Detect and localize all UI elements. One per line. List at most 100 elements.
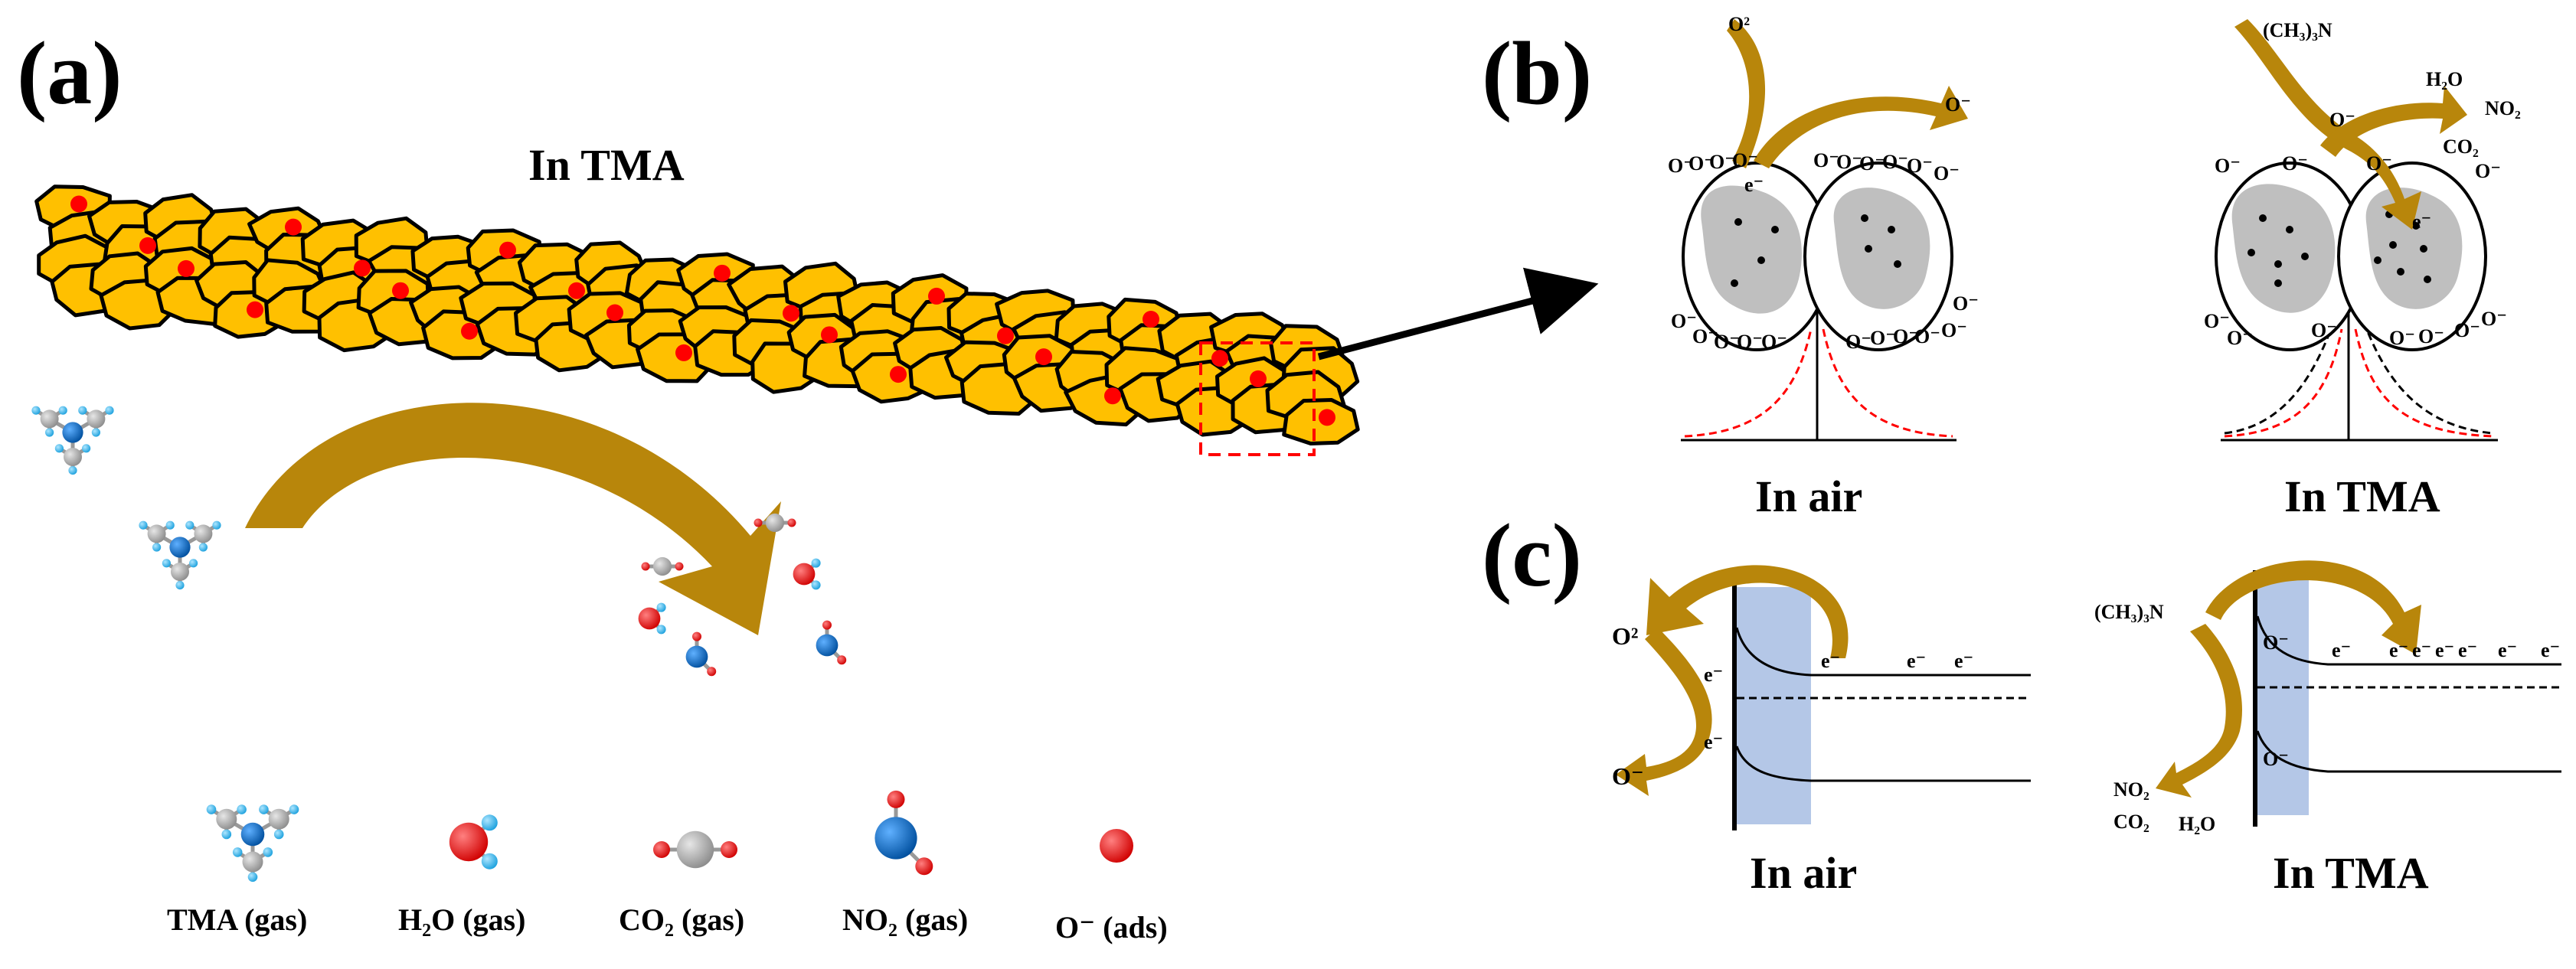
co2-molecule (754, 513, 796, 533)
gas-molecules (31, 406, 847, 677)
electron-label: e⁻ (2498, 639, 2517, 661)
nanorod-grains (34, 184, 1360, 445)
o-minus-label: O⁻ (1941, 319, 1967, 341)
b-air-caption: In air (1755, 471, 1862, 521)
b-tma-e: e⁻ (2412, 210, 2431, 233)
o-minus-label: O⁻ (1914, 325, 1940, 347)
b-tma-h2o: H₂O (2426, 68, 2463, 90)
c-air-e5: e⁻ (1954, 650, 1973, 672)
legend: TMA (gas) H₂O (gas) CO₂ (gas) NO₂ (gas) … (167, 790, 1168, 945)
o-minus-label: O⁻ (1836, 151, 1862, 173)
o-minus-label: O⁻ (2227, 327, 2253, 349)
legend-label-h2o: H₂O (gas) (398, 902, 525, 937)
legend-label-co2: CO₂ (gas) (619, 902, 744, 937)
o-minus-label: O⁻ (1692, 325, 1718, 347)
panel-c-air: O² O⁻ e⁻ e⁻ e⁻ e⁻ e⁻ In air (1612, 565, 2031, 898)
b-tma-co2: CO₂ (2443, 135, 2479, 158)
c-tma-h2o: H₂O (2179, 813, 2215, 835)
o-minus-label: O⁻ (1732, 149, 1758, 171)
o-ads-icon (1100, 829, 1133, 863)
o-ads-dot (997, 327, 1014, 344)
b-air-o2: O² (1728, 13, 1750, 35)
o-ads-dot (1143, 311, 1159, 328)
o-minus-label: O⁻ (1714, 331, 1740, 353)
o-ads-dot (783, 305, 799, 322)
o-minus-label: O⁻ (1907, 155, 1933, 177)
o-minus-label: O⁻ (1859, 152, 1885, 175)
zoom-arrow (1317, 267, 1599, 361)
panel-b-air: O² O⁻ e⁻ O⁻O⁻O⁻O⁻O⁻O⁻O⁻O⁻O⁻O⁻O⁻O⁻O⁻O⁻O⁻O… (1668, 13, 1979, 521)
electron-label: e⁻ (2332, 639, 2351, 661)
c-tma-o2: O⁻ (2263, 748, 2289, 770)
o-minus-label: O⁻ (1882, 151, 1908, 173)
o-minus-label: O⁻ (2454, 319, 2480, 341)
zoom-box (1199, 341, 1316, 456)
h2o-molecule (638, 602, 666, 635)
o-ads-dot (568, 282, 585, 299)
o-minus-label: O⁻ (1737, 331, 1763, 353)
o-minus-label: O⁻ (1709, 151, 1735, 173)
legend-label-no2: NO₂ (gas) (842, 902, 968, 937)
o-minus-label: O⁻ (1671, 310, 1697, 332)
o-ads-dot (392, 282, 409, 299)
o-ads-dot (1319, 409, 1335, 426)
electron-label: e⁻ (2412, 639, 2431, 661)
o-minus-label: O⁻ (1934, 162, 1960, 184)
c-air-e2: e⁻ (1704, 731, 1723, 753)
o-minus-label: O⁻ (2215, 155, 2241, 177)
c-air-o2: O² (1612, 622, 1638, 650)
o-minus-label: O⁻ (1893, 325, 1919, 347)
c-tma-co2: CO₂ (2113, 811, 2149, 833)
c-air-e1: e⁻ (1704, 664, 1723, 686)
b-tma-caption: In TMA (2284, 471, 2440, 521)
b-air-o-minus: O⁻ (1945, 93, 1971, 116)
panel-c-label: (c) (1482, 505, 1582, 605)
o-ads-dot (1211, 350, 1228, 367)
electron-label: e⁻ (2458, 639, 2477, 661)
c-air-o-minus: O⁻ (1612, 762, 1644, 790)
o-minus-label: O⁻ (1668, 155, 1694, 177)
reaction-arrow (245, 403, 781, 635)
c-air-caption: In air (1750, 848, 1857, 898)
legend-label-tma: TMA (gas) (167, 902, 307, 937)
o-ads-dot (139, 237, 156, 254)
panel-a-label: (a) (17, 23, 123, 123)
no2-molecule (874, 790, 933, 876)
c-tma-caption: In TMA (2273, 848, 2429, 898)
o-minus-label: O⁻ (2366, 152, 2392, 175)
h2o-molecule (449, 814, 498, 869)
o-ads-dot (178, 259, 195, 277)
o-ads-dot (461, 322, 478, 340)
co2-molecule (653, 830, 737, 869)
b-air-e: e⁻ (1744, 174, 1764, 196)
o-ads-dot (70, 195, 87, 213)
o-ads-dot (354, 259, 371, 277)
electron-label: e⁻ (2541, 639, 2560, 661)
no2-molecule (685, 631, 717, 677)
o-minus-label: O⁻ (1870, 327, 1896, 349)
no2-molecule (816, 620, 847, 665)
o-ads-dot (499, 241, 516, 259)
o-ads-dot (714, 264, 731, 282)
c-tma-o1: O⁻ (2263, 631, 2289, 654)
adsorbed-oxygen-dots (70, 195, 1335, 426)
o-ads-dot (821, 326, 838, 344)
panel-a-title: In TMA (528, 140, 685, 190)
o-ads-dot (247, 301, 263, 318)
o-minus-label: O⁻ (1845, 331, 1872, 353)
o-ads-dot (928, 287, 945, 305)
o-minus-label: O⁻ (2282, 152, 2308, 175)
h2o-molecule (793, 558, 821, 590)
electron-label: e⁻ (2435, 639, 2454, 661)
b-tma-formula: (CH₃)₃N (2263, 19, 2332, 41)
o-ads-dot (1035, 348, 1052, 366)
o-ads-dot (285, 218, 302, 236)
c-air-e3: e⁻ (1821, 650, 1840, 672)
o-minus-label: O⁻ (2475, 160, 2501, 182)
c-tma-no2: NO₂ (2113, 778, 2149, 801)
o-minus-label: O⁻ (1953, 292, 1979, 315)
panel-b-label: (b) (1482, 23, 1592, 123)
o-minus-label: O⁻ (2311, 319, 2337, 341)
co2-molecule (641, 556, 684, 576)
